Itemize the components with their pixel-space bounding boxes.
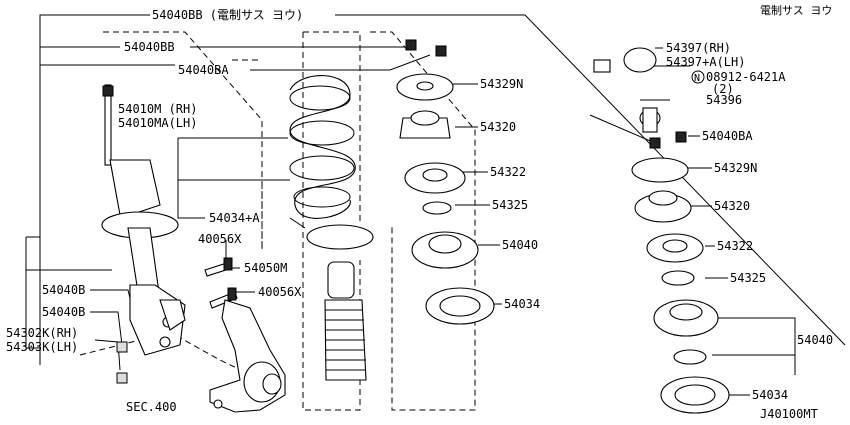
label-54040BA[interactable]: 54040BA	[178, 63, 229, 77]
label-54329N[interactable]: 54329N	[480, 77, 523, 91]
label-r-54329N[interactable]: 54329N	[714, 161, 757, 175]
label-54325[interactable]: 54325	[492, 198, 528, 212]
label-54040[interactable]: 54040	[502, 238, 538, 252]
label-54322[interactable]: 54322	[490, 165, 526, 179]
part-labels: 54040BB 54040BA 54010M (RH) 54010MA(LH) …	[6, 40, 540, 414]
header-title-label[interactable]: 54040BB (電制サス ヨウ)	[152, 8, 303, 22]
label-r-54322[interactable]: 54322	[717, 239, 753, 253]
label-54397RH[interactable]: 54397(RH)	[666, 41, 731, 55]
label-54034A[interactable]: 54034+A	[209, 211, 260, 225]
label-r-54040BA[interactable]: 54040BA	[702, 129, 753, 143]
label-54397LH[interactable]: 54397+A(LH)	[666, 55, 745, 69]
label-sec400[interactable]: SEC.400	[126, 400, 177, 414]
label-08912-n: N	[694, 73, 700, 84]
label-54040BB[interactable]: 54040BB	[124, 40, 175, 54]
label-40056X-1[interactable]: 40056X	[198, 232, 242, 246]
diagram-code: J40100MT	[760, 407, 818, 421]
coil-spring[interactable]	[289, 75, 374, 250]
right-part-labels: 54397(RH) 54397+A(LH) N 08912-6421A (2) …	[666, 41, 833, 402]
label-08912[interactable]: 08912-6421A	[706, 70, 786, 84]
label-54010MA[interactable]: 54010MA(LH)	[118, 116, 197, 130]
label-54302K[interactable]: 54302K(RH)	[6, 326, 78, 340]
label-r-54040[interactable]: 54040	[797, 333, 833, 347]
corner-note: 電制サス ヨウ	[760, 4, 832, 17]
strut-assembly[interactable]	[101, 84, 186, 356]
label-r-54034[interactable]: 54034	[752, 388, 788, 402]
label-54303K[interactable]: 54303K(LH)	[6, 340, 78, 354]
label-54396[interactable]: 54396	[706, 93, 742, 107]
label-40056X-2[interactable]: 40056X	[258, 285, 302, 299]
upper-mount-stack[interactable]	[396, 39, 495, 325]
label-r-54320[interactable]: 54320	[714, 199, 750, 213]
label-54320[interactable]: 54320	[480, 120, 516, 134]
label-08912-qty: (2)	[712, 82, 734, 96]
steering-knuckle[interactable]	[209, 299, 286, 413]
label-54010M[interactable]: 54010M (RH)	[118, 102, 197, 116]
bolts[interactable]	[116, 257, 238, 384]
right-mount-stack[interactable]	[593, 47, 730, 414]
label-54050M[interactable]: 54050M	[244, 261, 287, 275]
label-54040B-1[interactable]: 54040B	[42, 283, 85, 297]
label-54034[interactable]: 54034	[504, 297, 540, 311]
bump-stop-boot[interactable]	[324, 261, 367, 381]
label-54040B-2[interactable]: 54040B	[42, 305, 85, 319]
label-r-54325[interactable]: 54325	[730, 271, 766, 285]
